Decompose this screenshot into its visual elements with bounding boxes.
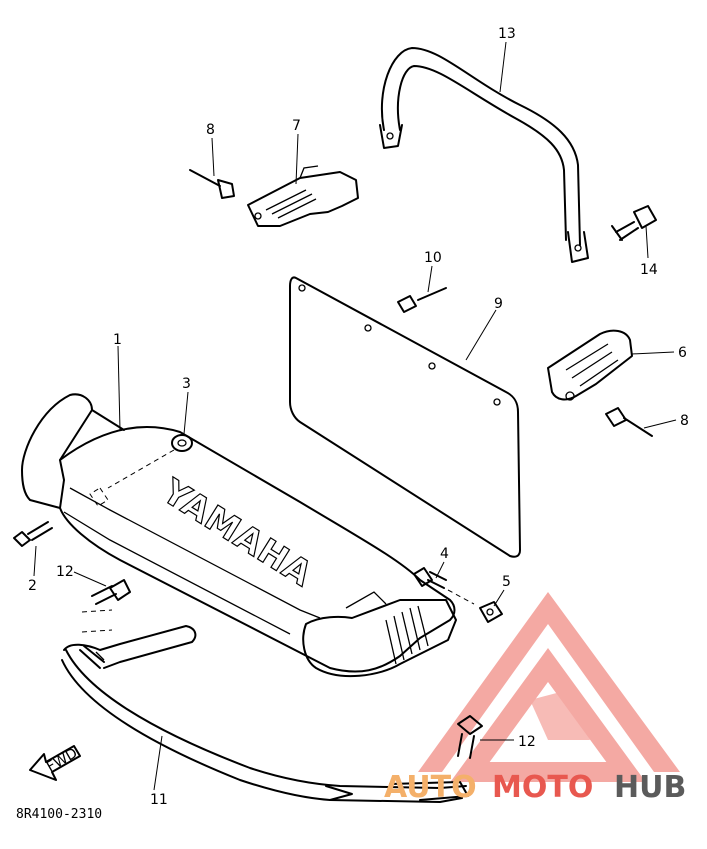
callout-3: 3 — [182, 376, 191, 392]
callout-7: 7 — [292, 118, 301, 134]
callout-12-right: 12 — [518, 734, 536, 750]
stay-11 — [61, 625, 469, 803]
callout-10: 10 — [424, 250, 442, 266]
screw-2 — [13, 521, 53, 547]
watermark-wordmark: AUTO MOTO HUB — [384, 770, 686, 805]
callout-8-lower: 8 — [680, 413, 689, 429]
callout-12-left: 12 — [56, 564, 74, 580]
leader-lines — [33, 41, 677, 791]
rivet-8-upper — [189, 169, 235, 199]
fwd-label: FWD — [44, 745, 80, 775]
callout-14: 14 — [640, 262, 658, 278]
callout-2: 2 — [28, 578, 37, 594]
callouts: 1 2 3 4 5 6 7 8 8 9 10 11 12 12 13 14 — [28, 26, 689, 808]
watermark-moto: MOTO — [492, 770, 593, 805]
callout-4: 4 — [440, 546, 449, 562]
bolt-12-left — [81, 579, 131, 633]
grab-handle-13 — [379, 47, 589, 263]
bolt-12-right — [457, 715, 483, 759]
rivet-10 — [397, 287, 447, 313]
nut-3 — [107, 434, 193, 489]
callout-9: 9 — [494, 296, 503, 312]
holder-6 — [547, 329, 633, 401]
watermark-auto: AUTO — [384, 770, 477, 805]
plate-9 — [289, 276, 521, 558]
drawing-code: 8R4100-2310 — [16, 807, 102, 822]
watermark-swoosh — [530, 690, 590, 740]
bolt-14 — [611, 205, 657, 241]
callout-6: 6 — [678, 345, 687, 361]
callout-1: 1 — [113, 332, 122, 348]
carrier-body-1: YAMAHA — [21, 393, 457, 678]
fwd-arrow-icon: FWD — [29, 745, 81, 781]
watermark-logo — [418, 592, 680, 782]
watermark-triangle-inner — [450, 648, 646, 782]
callout-5: 5 — [502, 574, 511, 590]
holder-bracket-7 — [247, 165, 359, 227]
watermark-hub: HUB — [614, 770, 686, 805]
callout-11: 11 — [150, 792, 168, 808]
watermark-triangle-outer — [418, 592, 680, 772]
callout-8-upper: 8 — [206, 122, 215, 138]
callout-13: 13 — [498, 26, 516, 42]
nut-5 — [479, 601, 503, 623]
rivet-8-lower — [605, 407, 653, 437]
bolt-4 — [413, 567, 475, 605]
